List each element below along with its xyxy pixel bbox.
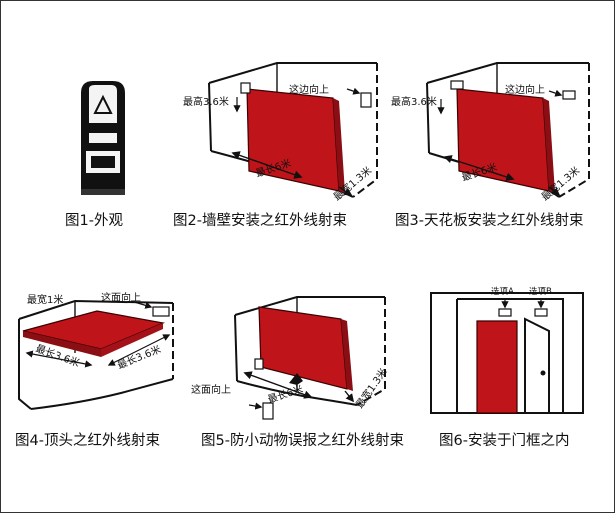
ceiling-install-figure [426, 62, 590, 198]
detector-icon [152, 306, 170, 317]
overhead-install-figure [18, 299, 174, 410]
caption-fig6: 图6-安装于门框之内 [439, 433, 570, 449]
label-max-length: 最长6米 [266, 382, 305, 406]
door-handle-icon [540, 370, 546, 376]
beam-curtain [258, 306, 348, 390]
beam-curtain [22, 310, 166, 350]
detector-icon [498, 308, 512, 317]
detector-icon [450, 80, 464, 90]
wall-install-figure [208, 62, 378, 198]
label-this-face-up: 这面向上 [101, 291, 141, 304]
label-this-face-up: 这面向上 [191, 383, 231, 396]
label-option-b: 选项B [529, 286, 552, 297]
detector-icon [534, 308, 548, 317]
arrow-up-icon [93, 94, 113, 114]
label-max-width: 最宽1米 [27, 293, 63, 306]
door-frame-figure [430, 292, 584, 414]
detector-icon [240, 82, 251, 94]
caption-fig3: 图3-天花板安装之红外线射束 [395, 213, 584, 229]
label-max-height: 最高3.6米 [183, 95, 229, 108]
detector-icon [262, 402, 274, 420]
label-option-a: 选项A [491, 286, 514, 297]
caption-fig2: 图2-墙壁安装之红外线射束 [173, 213, 347, 229]
caption-fig4: 图4-顶头之红外线射束 [15, 433, 160, 449]
detector-appearance [81, 81, 125, 195]
beam-curtain [476, 320, 518, 414]
label-this-side-up: 这边向上 [289, 83, 329, 96]
detector-icon [562, 90, 576, 100]
caption-fig5: 图5-防小动物误报之红外线射束 [201, 433, 404, 449]
caption-fig1: 图1-外观 [65, 213, 123, 229]
detector-icon [254, 358, 264, 370]
label-this-side-up: 这边向上 [505, 83, 545, 96]
label-max-height: 最高3.6米 [391, 95, 437, 108]
detector-icon [360, 92, 372, 108]
pet-immune-figure [234, 296, 386, 420]
